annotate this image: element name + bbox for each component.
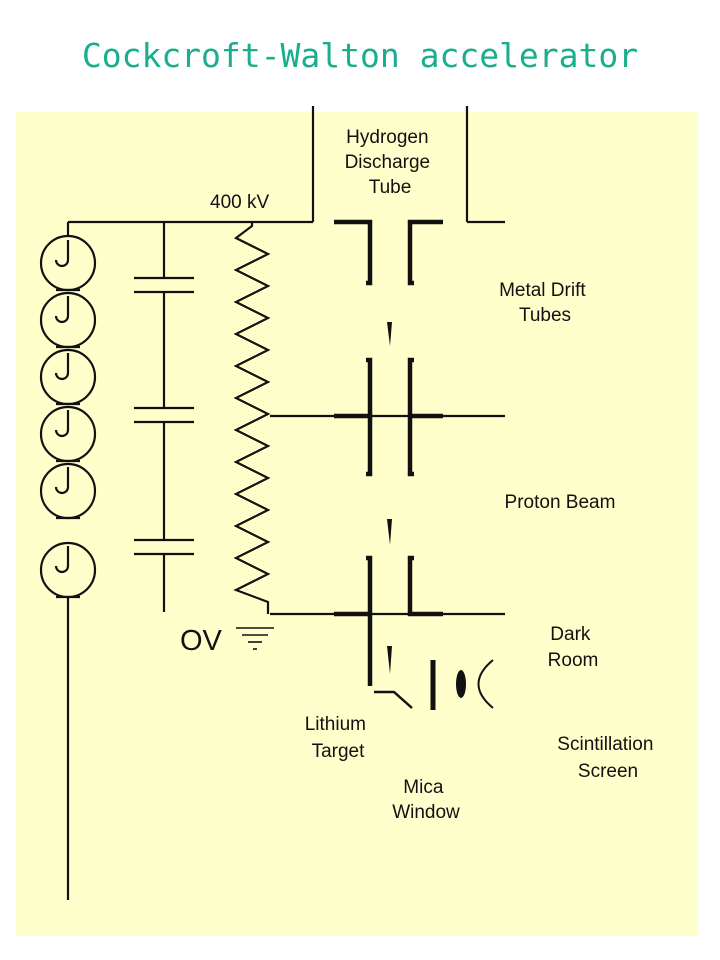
bottom-drift-tube-right (407, 555, 443, 617)
top-drift-tube-right (407, 219, 443, 286)
eye-pupil-icon (456, 670, 466, 698)
ground-symbol (236, 627, 274, 650)
dark-room-label: Dark Room (548, 624, 599, 671)
eye-icon (477, 659, 494, 709)
top-drift-tube-left (334, 219, 373, 286)
diagram-panel (16, 112, 698, 936)
capacitor-stack (134, 222, 194, 612)
middle-drift-tube-right (407, 357, 443, 477)
lithium-target-label: Lithium Target (305, 714, 372, 762)
rectifier-stack (39, 222, 97, 900)
drift-tubes-label: Metal Drift Tubes (499, 280, 591, 326)
middle-drift-tube-left (334, 357, 373, 477)
voltage-label: 400 kV (210, 192, 269, 213)
ground-label: OV (180, 625, 223, 657)
lithium-target (374, 690, 413, 709)
proton-beam-markers (387, 322, 392, 674)
hydrogen-tube-label: Hydrogen Discharge Tube (345, 127, 436, 198)
resistor-chain (233, 222, 271, 614)
scintillation-screen-label: Scintillation Screen (557, 734, 658, 782)
mica-window-label: Mica Window (392, 777, 460, 823)
bottom-drift-tube-left (334, 555, 373, 686)
proton-beam-label: Proton Beam (505, 492, 616, 513)
page-title: Cockcroft-Walton accelerator (81, 36, 639, 75)
